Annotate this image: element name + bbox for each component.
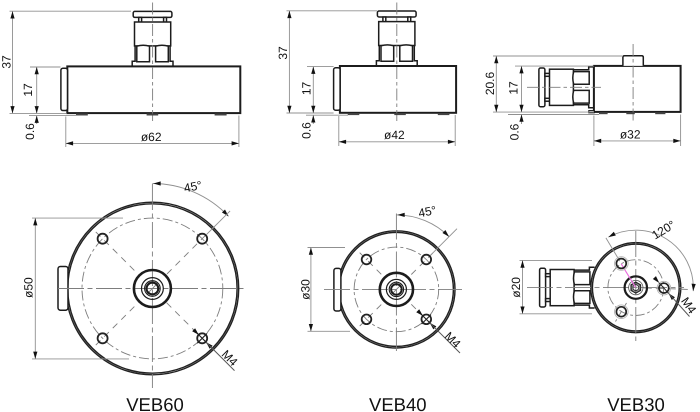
svg-text:0.6: 0.6 — [23, 123, 37, 140]
svg-text:0.6: 0.6 — [300, 122, 314, 139]
svg-text:17: 17 — [21, 83, 35, 97]
svg-text:ø50: ø50 — [22, 277, 36, 298]
svg-text:0.6: 0.6 — [508, 123, 522, 140]
svg-text:37: 37 — [0, 55, 13, 69]
svg-text:M4: M4 — [219, 347, 241, 369]
svg-text:20.6: 20.6 — [483, 71, 497, 95]
svg-text:ø32: ø32 — [620, 127, 641, 141]
svg-text:ø62: ø62 — [141, 130, 162, 144]
svg-text:ø30: ø30 — [299, 279, 313, 300]
svg-text:ø42: ø42 — [384, 128, 405, 142]
svg-text:17: 17 — [299, 82, 313, 96]
svg-text:17: 17 — [507, 81, 521, 95]
svg-text:VEB30: VEB30 — [607, 394, 665, 412]
svg-text:VEB40: VEB40 — [369, 394, 427, 412]
svg-text:VEB60: VEB60 — [126, 394, 184, 412]
svg-text:M4: M4 — [442, 329, 464, 351]
svg-text:ø20: ø20 — [509, 277, 523, 298]
svg-text:120°: 120° — [649, 217, 678, 242]
svg-text:37: 37 — [276, 46, 290, 60]
svg-text:45°: 45° — [417, 203, 438, 220]
svg-text:45°: 45° — [183, 178, 204, 195]
svg-text:M4: M4 — [678, 295, 699, 317]
